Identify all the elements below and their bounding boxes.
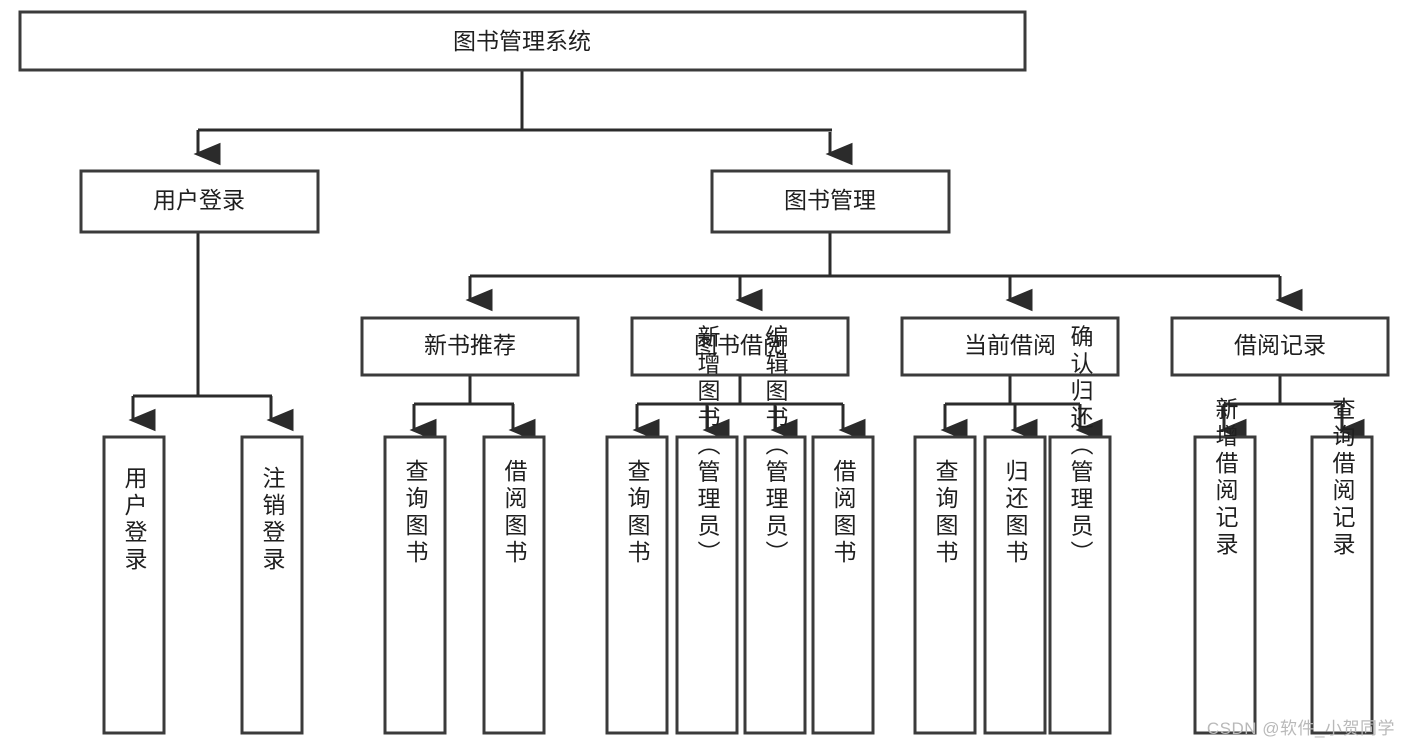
node-leaf-query-book-3[interactable]: 查询图书 — [913, 435, 977, 735]
user-login-box[interactable] — [79, 169, 320, 234]
edge-currentborrow-stem — [945, 376, 1080, 406]
leaf-query-book-3-box[interactable] — [913, 435, 977, 735]
leaf-add-record-box[interactable] — [1193, 435, 1257, 735]
user-login-label: 用户登录 — [153, 187, 245, 213]
book-borrow-label: 图书借阅 — [694, 332, 786, 358]
node-user-login[interactable]: 用户登录 — [79, 169, 320, 234]
leaf-borrow-book-2-box[interactable] — [811, 435, 875, 735]
current-borrow-label: 当前借阅 — [964, 332, 1056, 358]
leaf-add-book-box[interactable] — [675, 435, 739, 735]
node-leaf-user-login[interactable]: 用户登录 — [102, 435, 166, 735]
borrow-record-label: 借阅记录 — [1234, 332, 1326, 358]
node-leaf-add-book[interactable]: 新增图书（管理员） — [675, 325, 739, 735]
leaf-return-book-box[interactable] — [983, 435, 1047, 735]
borrow-record-box[interactable] — [1170, 316, 1390, 377]
leaf-query-record-label: 查询借阅记录 — [1329, 397, 1356, 559]
leaf-borrow-book-1-box[interactable] — [482, 435, 546, 735]
new-book-recommend-box[interactable] — [360, 316, 580, 377]
leaf-query-book-3-label: 查询图书 — [932, 459, 959, 567]
leaf-add-record-label: 新增借阅记录 — [1212, 397, 1239, 559]
leaf-query-book-1-box[interactable] — [383, 435, 447, 735]
node-leaf-edit-book[interactable]: 编辑图书（管理员） — [743, 325, 807, 735]
node-book-manage[interactable]: 图书管理 — [710, 169, 951, 234]
leaf-edit-book-box[interactable] — [743, 435, 807, 735]
leaf-borrow-book-1-label: 借阅图书 — [501, 459, 528, 567]
edge-root-bus — [196, 71, 832, 152]
leaf-return-book-label: 归还图书 — [1002, 459, 1029, 567]
node-new-book-recommend[interactable]: 新书推荐 — [360, 316, 580, 377]
leaf-user-login-box[interactable] — [102, 435, 166, 735]
leaf-confirm-return-box[interactable] — [1048, 435, 1112, 735]
leaf-borrow-book-2-label: 借阅图书 — [830, 459, 857, 567]
node-leaf-borrow-book-1[interactable]: 借阅图书 — [482, 435, 546, 735]
leaf-edit-book-label: 编辑图书（管理员） — [762, 325, 789, 568]
leaf-logout-login-box[interactable] — [240, 435, 304, 735]
book-manage-label: 图书管理 — [784, 187, 876, 213]
edge-bookborrow-stem — [637, 376, 843, 406]
node-current-borrow[interactable]: 当前借阅 — [900, 316, 1120, 377]
leaf-logout-login-label: 注销登录 — [259, 466, 286, 574]
node-leaf-query-record[interactable]: 查询借阅记录 — [1310, 397, 1374, 735]
node-book-borrow[interactable]: 图书借阅 — [630, 316, 850, 377]
book-manage-box[interactable] — [710, 169, 951, 234]
edge-book-manage-stem — [470, 233, 1280, 278]
root-label: 图书管理系统 — [453, 28, 591, 54]
node-leaf-query-book-1[interactable]: 查询图书 — [383, 435, 447, 735]
leaf-confirm-return-label: 确认归还（管理员） — [1067, 325, 1094, 568]
leaf-add-book-label: 新增图书（管理员） — [694, 325, 721, 568]
current-borrow-box[interactable] — [900, 316, 1120, 377]
node-root[interactable]: 图书管理系统 — [18, 10, 1027, 72]
node-leaf-query-book-2[interactable]: 查询图书 — [605, 435, 669, 735]
book-borrow-box[interactable] — [630, 316, 850, 377]
node-leaf-borrow-book-2[interactable]: 借阅图书 — [811, 435, 875, 735]
node-leaf-logout-login[interactable]: 注销登录 — [240, 435, 304, 735]
leaf-query-book-2-label: 查询图书 — [624, 459, 651, 567]
node-borrow-record[interactable]: 借阅记录 — [1170, 316, 1390, 377]
leaf-query-record-box[interactable] — [1310, 435, 1374, 735]
root-box[interactable] — [18, 10, 1027, 72]
node-leaf-return-book[interactable]: 归还图书 — [983, 435, 1047, 735]
edge-group — [128, 71, 1365, 442]
leaf-query-book-2-box[interactable] — [605, 435, 669, 735]
node-leaf-add-record[interactable]: 新增借阅记录 — [1193, 397, 1257, 735]
leaf-user-login-label: 用户登录 — [121, 466, 148, 574]
edge-newbook-stem — [414, 376, 514, 406]
edge-user-login-stem — [133, 233, 272, 398]
new-book-recommend-label: 新书推荐 — [424, 332, 516, 358]
node-leaf-confirm-return[interactable]: 确认归还（管理员） — [1048, 325, 1112, 735]
leaf-query-book-1-label: 查询图书 — [402, 459, 429, 567]
edge-borrowrecord-stem — [1224, 376, 1342, 406]
